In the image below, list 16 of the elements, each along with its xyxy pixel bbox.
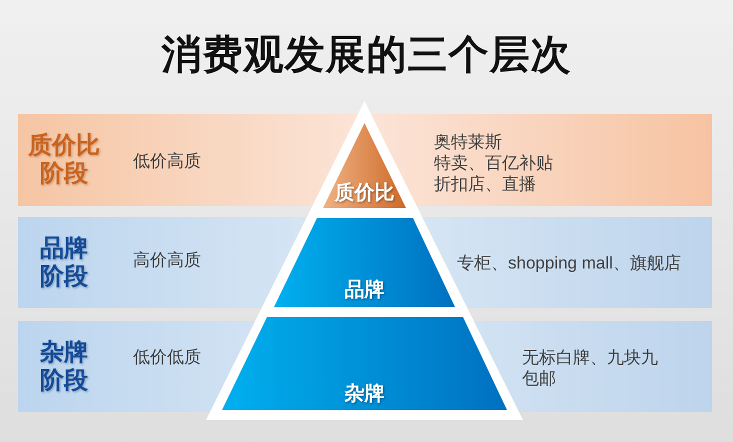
stage-band — [18, 114, 712, 206]
channel-text: 特卖、百亿补贴 — [434, 152, 553, 174]
channel-text: 折扣店、直播 — [434, 174, 536, 194]
tier-label: 质价比 — [334, 181, 394, 205]
stage-heading: 质价比阶段 — [26, 132, 101, 188]
stage-heading: 杂牌阶段 — [39, 338, 89, 394]
tier-label: 杂牌 — [344, 382, 384, 406]
title: 消费观发展的三个层次 — [160, 32, 572, 79]
quality-text: 低价低质 — [133, 346, 201, 368]
tier-label: 品牌 — [344, 278, 384, 302]
stage-heading: 品牌阶段 — [39, 234, 89, 290]
quality-text: 低价高质 — [133, 150, 201, 172]
quality-text: 高价高质 — [133, 250, 201, 270]
channel-text: 专柜、shopping mall、旗舰店 — [457, 252, 681, 274]
channel-text: 奥特莱斯 — [434, 132, 502, 152]
channel-text: 无标白牌、九块九包邮 — [522, 347, 659, 389]
